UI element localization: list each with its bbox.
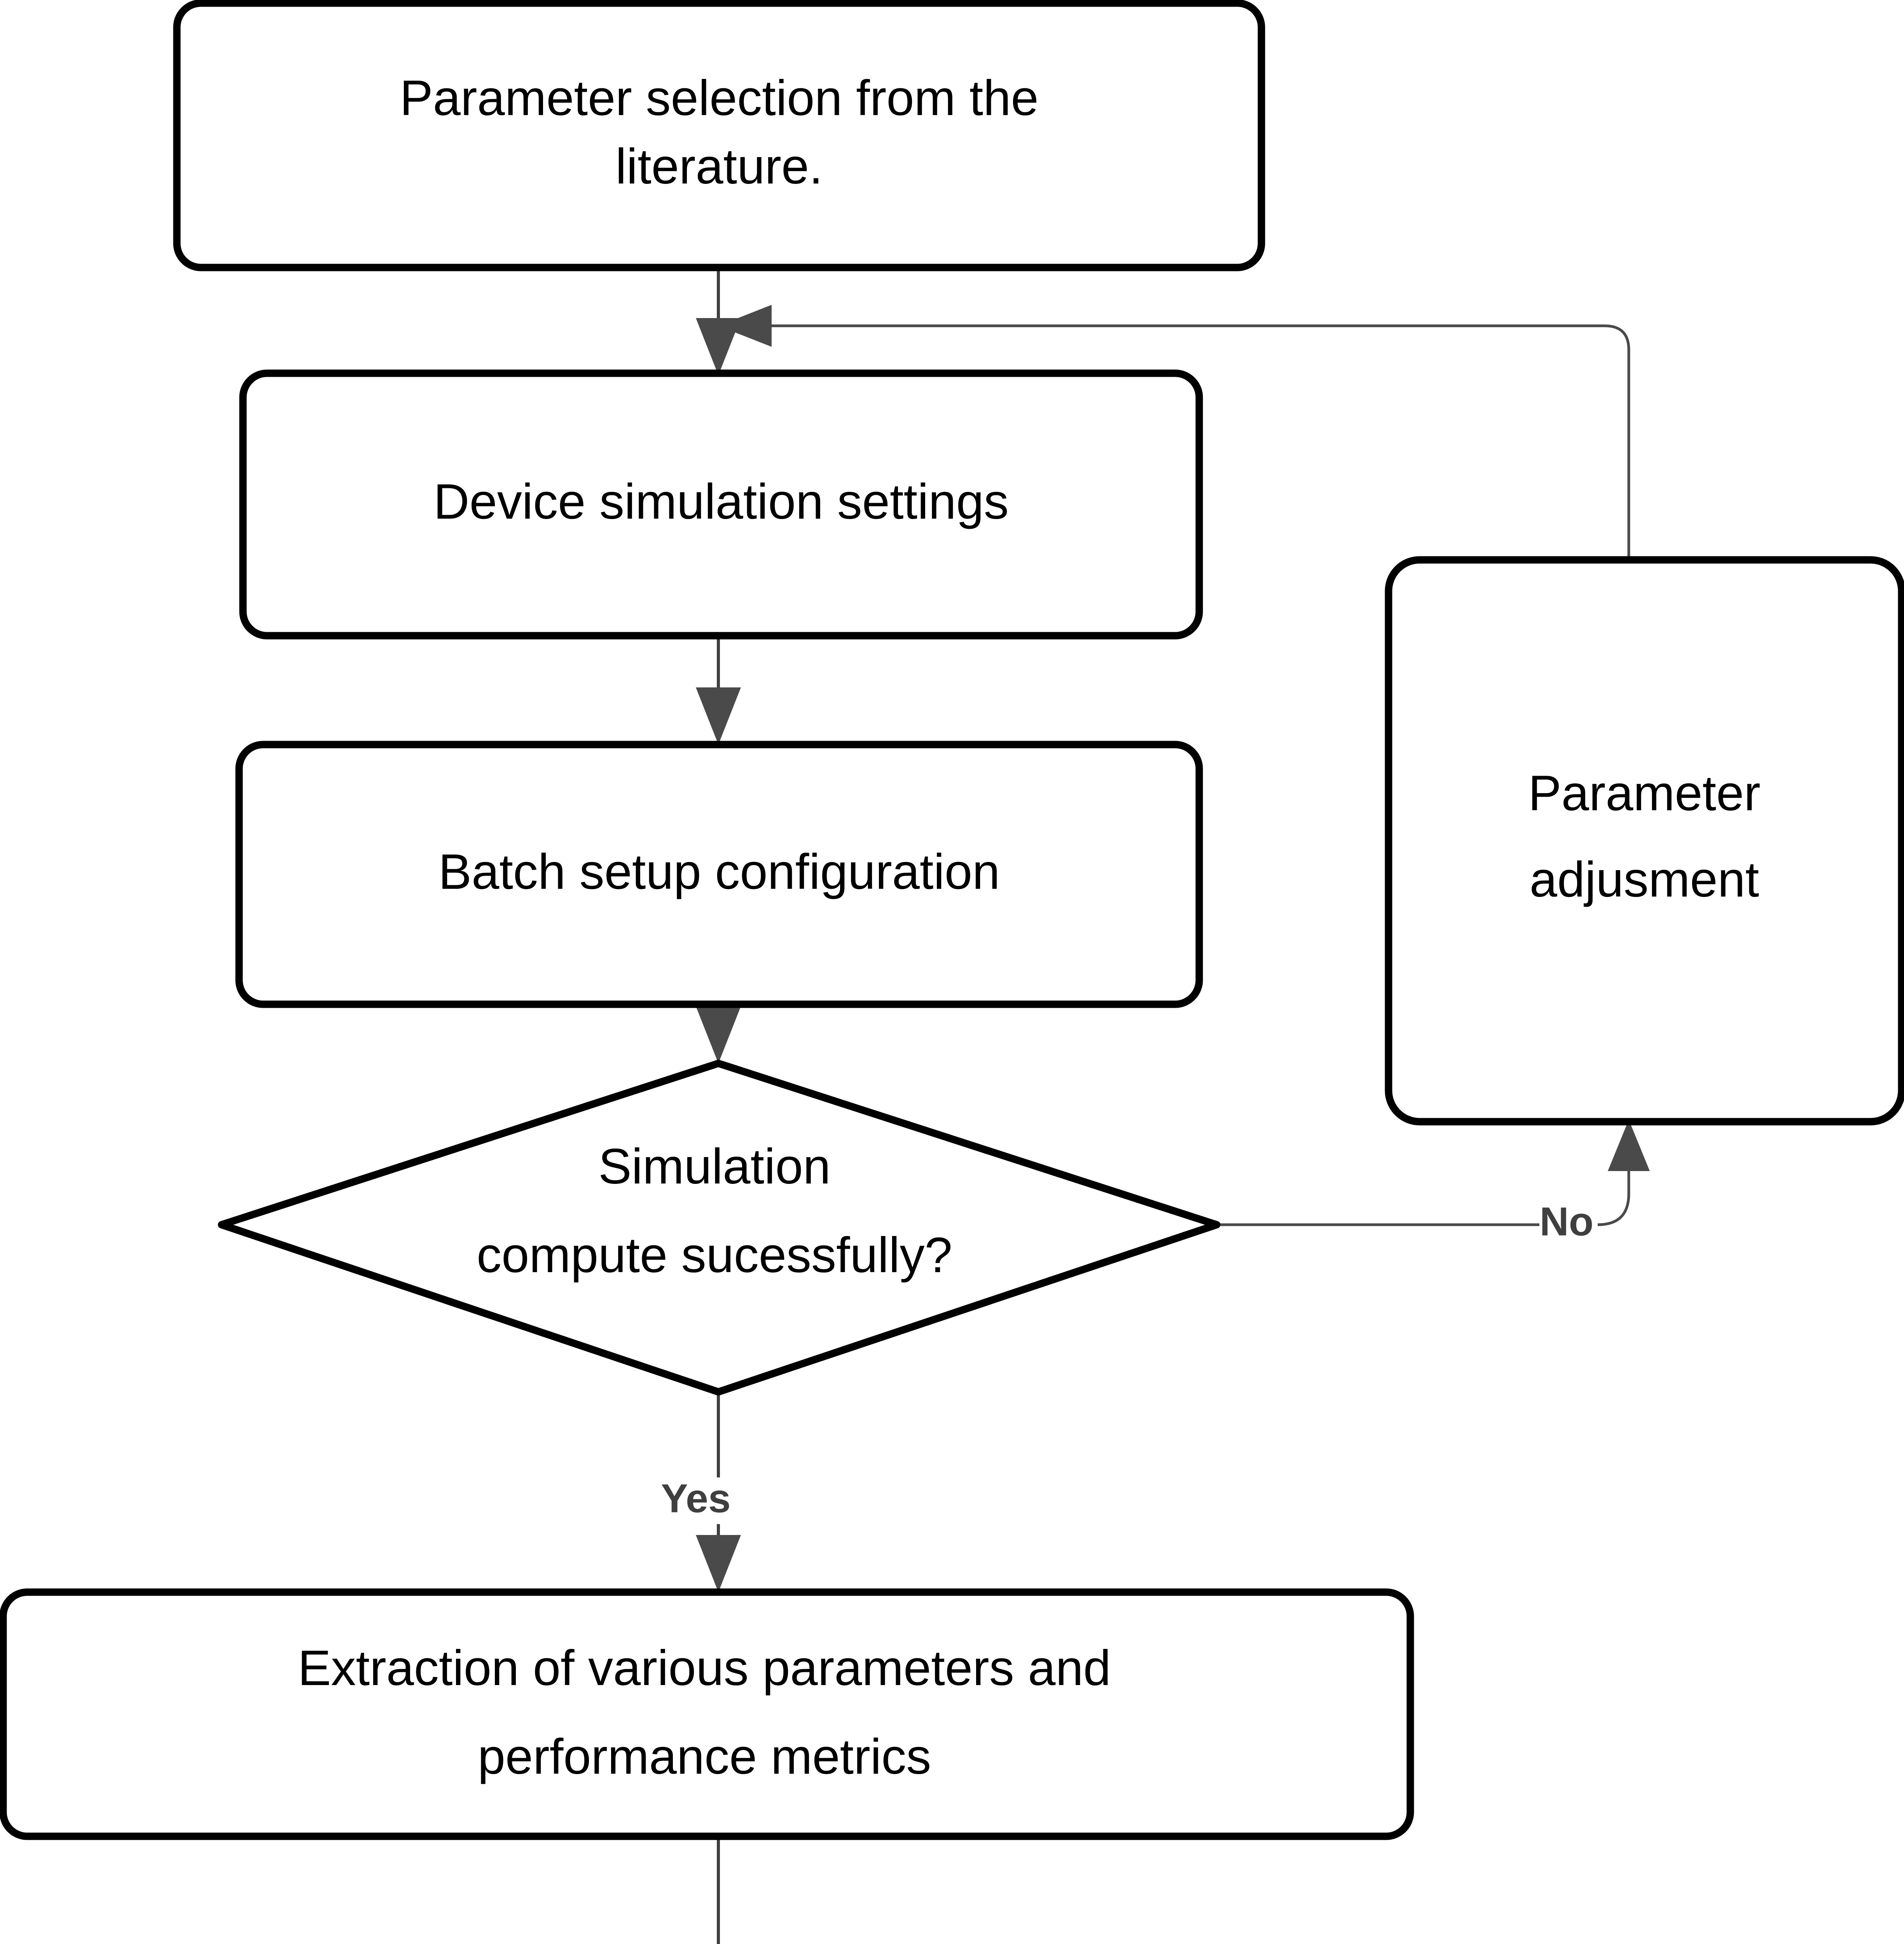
extraction-label-line2: performance metrics [478, 1729, 931, 1785]
node-parameter-selection[interactable] [173, 0, 1265, 271]
edge-settings-to-batch [696, 636, 741, 745]
decision-label-line1: Simulation [598, 1139, 831, 1194]
node-batch-setup[interactable] [235, 741, 1203, 1008]
parameter-adjustment-label-line1: Parameter [1528, 766, 1761, 821]
parameter-selection-label-line1: Parameter selection from the [400, 70, 1038, 126]
edge-batch-to-decision [696, 1002, 1107, 1063]
node-extraction[interactable] [0, 1588, 1414, 1840]
parameter-adjustment-label-line2: adjusment [1530, 852, 1759, 907]
edge-label-no: No [1540, 1199, 1594, 1244]
node-decision-diamond[interactable] [218, 1059, 1221, 1396]
edge-decision-no-to-adjustment [1217, 1120, 1650, 1226]
edge-label-yes: Yes [661, 1476, 730, 1521]
parameter-selection-label-line2: literature. [615, 139, 823, 194]
device-settings-label: Device simulation settings [433, 474, 1009, 530]
edge-extraction-to-analysis [717, 1835, 720, 1944]
node-device-settings[interactable] [239, 369, 1203, 640]
node-parameter-adjustment[interactable] [1385, 556, 1904, 1126]
batch-setup-label: Batch setup configuration [438, 844, 1000, 900]
edge-adjustment-feedback-loop [718, 305, 1630, 560]
edge-selection-to-settings [696, 268, 741, 375]
decision-label-line2: compute sucessfully? [477, 1227, 952, 1283]
extraction-label-line1: Extraction of various parameters and [298, 1640, 1111, 1696]
edge-decision-yes-to-extraction [696, 1392, 741, 1592]
